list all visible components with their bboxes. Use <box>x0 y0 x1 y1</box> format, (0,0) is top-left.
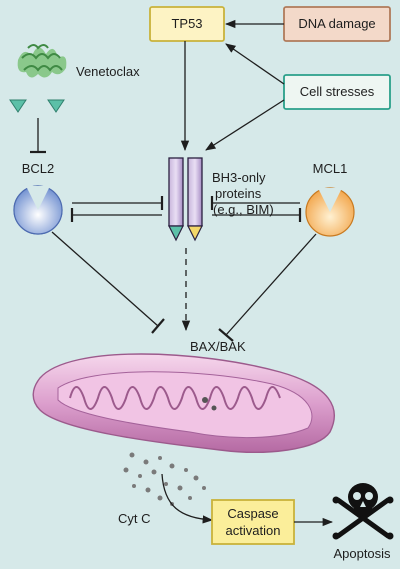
edge-mcl1-inhibits-bax-bak <box>225 233 317 336</box>
bh3-label-line3: (e.g., BIM) <box>213 202 274 217</box>
venetoclax-triangle-left-icon <box>9 99 27 113</box>
apoptosis-label: Apoptosis <box>333 546 391 561</box>
mitochondrion-icon <box>32 353 335 453</box>
bcl2-label: BCL2 <box>22 161 55 176</box>
edge-bcl2-inhibits-bax-bak <box>51 231 159 327</box>
dna-damage-node: DNA damage <box>283 6 391 42</box>
edge-cyt-c-to-caspase <box>161 473 214 524</box>
venetoclax-protein-icon <box>17 44 67 78</box>
cyt-c-label: Cyt C <box>118 511 151 526</box>
dna-damage-label: DNA damage <box>298 16 375 31</box>
tp53-node: TP53 <box>149 6 225 42</box>
caspase-label-line1: Caspase <box>227 506 278 521</box>
caspase-activation-node: Caspase activation <box>211 499 295 545</box>
skull-crossbones-icon <box>332 483 394 540</box>
venetoclax-label: Venetoclax <box>76 64 140 79</box>
edge-mcl1-inhibits-bax-bak-bar <box>218 328 234 342</box>
edge-bcl2-inhibits-bax-bak-bar <box>151 318 165 334</box>
bcl2-node-icon <box>13 185 63 235</box>
bh3-protein-pills-icon <box>168 157 203 242</box>
cell-stresses-node: Cell stresses <box>283 74 391 110</box>
tp53-label: TP53 <box>171 16 202 31</box>
cell-stresses-label: Cell stresses <box>300 84 375 99</box>
bh3-label-line2: proteins <box>215 186 262 201</box>
mcl1-label: MCL1 <box>313 161 348 176</box>
edge-cell-stresses-to-bh3 <box>205 99 285 151</box>
mcl1-node-icon <box>305 187 355 237</box>
bax-bak-label: BAX/BAK <box>190 339 246 354</box>
caspase-label-line2: activation <box>226 523 281 538</box>
edge-cell-stresses-to-tp53 <box>225 43 285 85</box>
venetoclax-triangle-right-icon <box>47 99 65 113</box>
bh3-label-line1: BH3-only <box>212 170 266 185</box>
cyt-c-particles-icon <box>123 452 206 506</box>
